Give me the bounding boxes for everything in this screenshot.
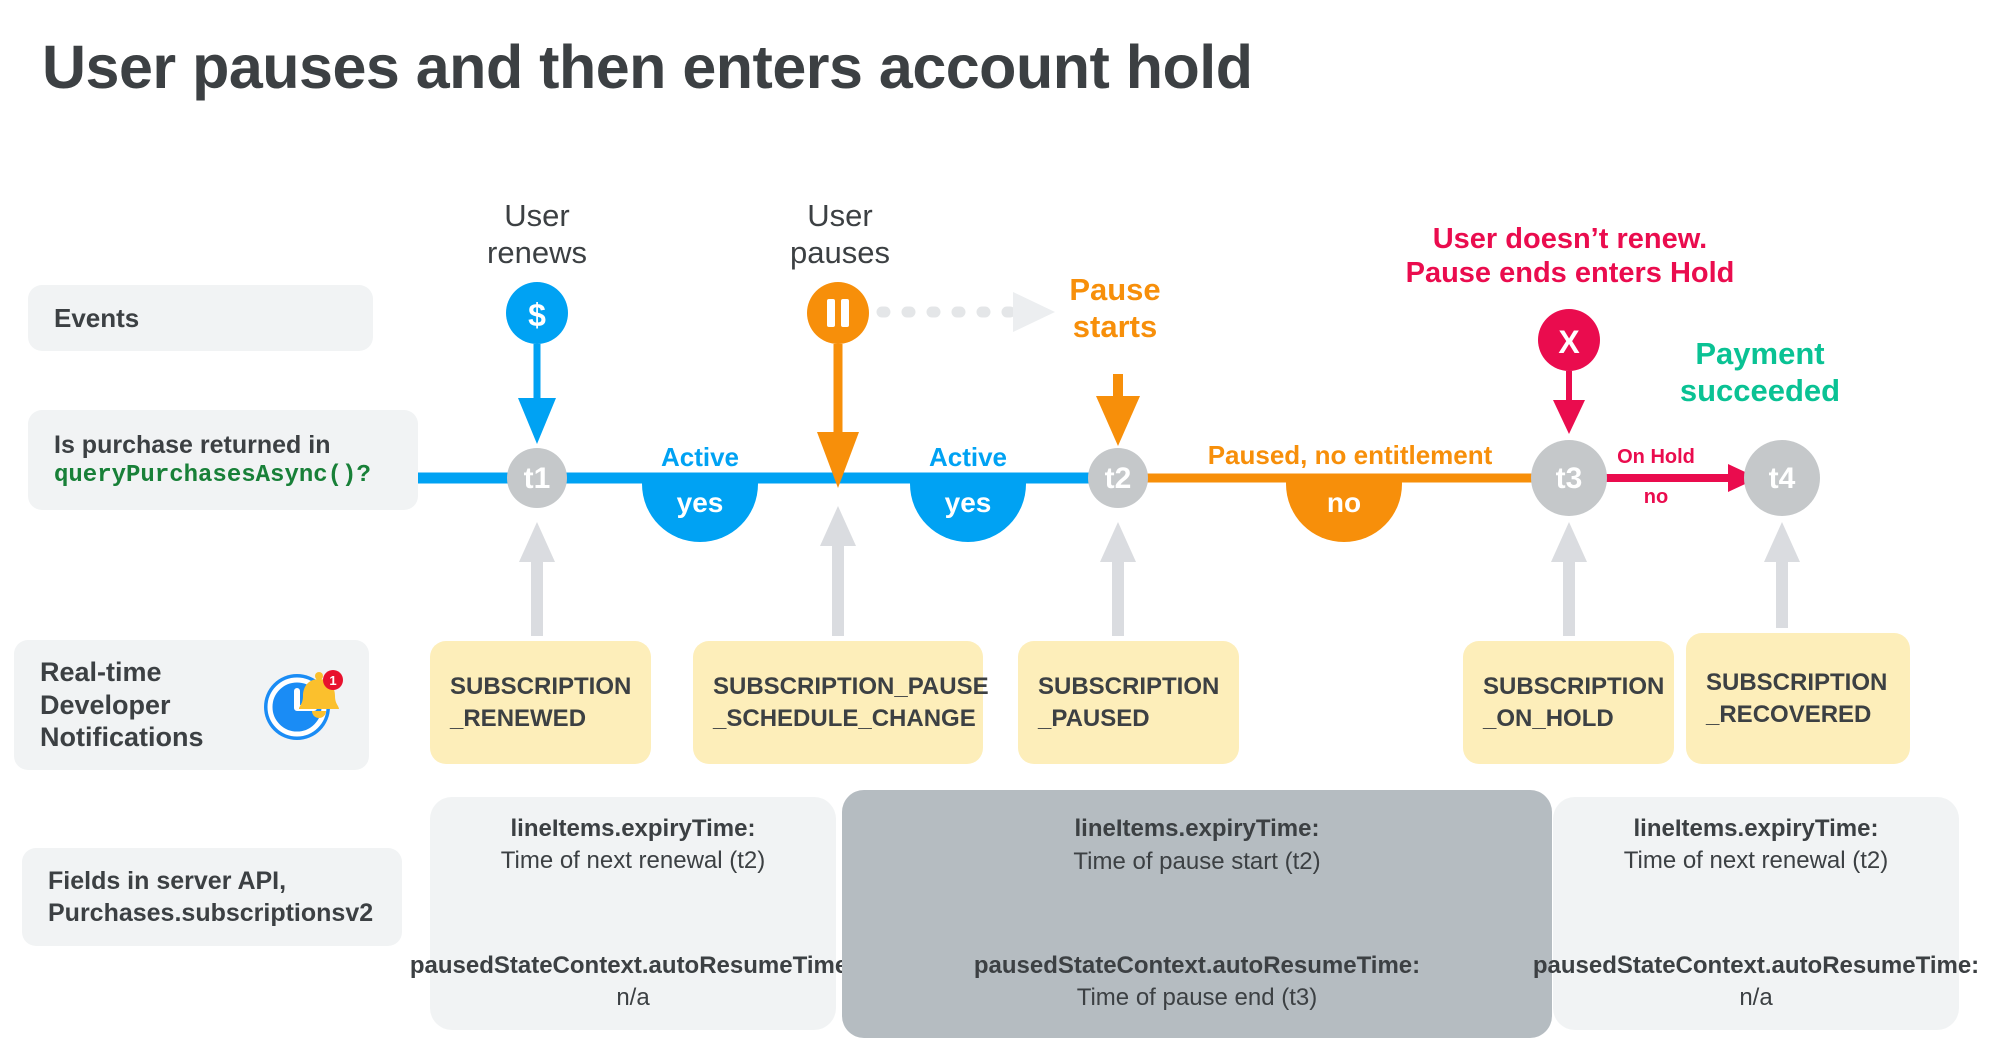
field-key: lineItems.expiryTime:	[1633, 814, 1879, 842]
entitlement-answer-active-2: yes	[944, 487, 992, 518]
segment-state-label-active-1: Active	[660, 442, 740, 472]
x-icon-badge	[1538, 309, 1600, 371]
field-box-recovered[interactable]: lineItems.expiryTime: Time of next renew…	[1533, 797, 1979, 1030]
field-key: pausedStateContext.autoResumeTime:	[973, 952, 1421, 979]
row-label-rtdn: Real-time Developer Notifications 1	[14, 640, 369, 770]
pause-icon-bar-left	[827, 299, 835, 327]
rtdn-box-subscription-on-hold[interactable]: SUBSCRIPTION _ON_HOLD	[1463, 641, 1674, 764]
timeline-node-label-t4: t4	[1768, 462, 1796, 495]
field-box-renewal[interactable]: lineItems.expiryTime: Time of next renew…	[410, 797, 856, 1030]
entitlement-bubble-active-1	[642, 478, 758, 542]
rtdn-box-subscription-renewed[interactable]: SUBSCRIPTION _RENEWED	[430, 641, 651, 764]
row-label-query-line1: Is purchase returned in	[54, 430, 331, 459]
field-value: Time of next renewal (t2)	[500, 847, 766, 875]
pause-icon-badge	[807, 282, 869, 344]
row-label-rtdn-text: Real-time Developer Notifications	[40, 656, 204, 753]
timeline-node-t3	[1531, 440, 1607, 516]
entitlement-answer-active-1: yes	[676, 487, 724, 518]
timeline-node-t2	[1088, 448, 1148, 508]
pause-event-arrow-head	[817, 432, 859, 488]
segment-state-label-on-hold: On Hold	[1617, 446, 1695, 468]
timeline-node-t1	[507, 448, 567, 508]
entitlement-answer-paused: no	[1326, 487, 1362, 518]
dollar-icon-badge	[506, 282, 568, 344]
field-value: Time of pause start (t2)	[1073, 847, 1321, 875]
field-key: pausedStateContext.autoResumeTime:	[409, 951, 857, 979]
field-group: lineItems.expiryTime: Time of pause star…	[1073, 813, 1320, 878]
field-key: lineItems.expiryTime:	[1074, 815, 1320, 843]
row-label-query-purchases: Is purchase returned in queryPurchasesAs…	[28, 410, 418, 510]
on-hold-arrow-head	[1728, 464, 1758, 492]
row-label-fields-text: Fields in server API, Purchases.subscrip…	[48, 866, 374, 928]
row-label-server-api-fields: Fields in server API, Purchases.subscrip…	[22, 848, 402, 946]
field-box-pause[interactable]: lineItems.expiryTime: Time of pause star…	[842, 790, 1552, 1038]
event-label-user-pauses: User pauses	[790, 198, 890, 270]
timeline-node-label-t3: t3	[1555, 462, 1583, 495]
rtdn-connector-arrows	[519, 506, 1800, 636]
page-title: User pauses and then enters account hold	[42, 33, 1253, 101]
field-key: pausedStateContext.autoResumeTime:	[1532, 951, 1980, 979]
clock-bell-notification-icon: 1	[257, 662, 343, 748]
segment-state-label-paused: Paused, no entitlement	[1207, 440, 1493, 470]
pause-icon-bar-right	[841, 299, 849, 327]
row-label-query-code: queryPurchasesAsync()?	[54, 461, 371, 489]
segment-state-label-active-2: Active	[928, 442, 1008, 472]
event-label-user-renews: User renews	[487, 198, 587, 270]
dollar-icon-glyph: $	[528, 297, 546, 333]
field-group: pausedStateContext.autoResumeTime: Time …	[974, 950, 1420, 1015]
rtdn-box-subscription-paused[interactable]: SUBSCRIPTION _PAUSED	[1018, 641, 1239, 764]
field-group: pausedStateContext.autoResumeTime: n/a	[1533, 950, 1979, 1015]
rtdn-box-subscription-pause-schedule-change[interactable]: SUBSCRIPTION_PAUSE _SCHEDULE_CHANGE	[693, 641, 989, 764]
event-label-payment-succeeded: Payment succeeded	[1679, 336, 1841, 408]
field-group: lineItems.expiryTime: Time of next renew…	[501, 813, 766, 878]
pause-starts-arrow-head	[1096, 396, 1140, 446]
row-label-events: Events	[28, 285, 373, 351]
field-value: Time of pause end (t3)	[1076, 984, 1318, 1012]
hold-event-arrow-head	[1553, 400, 1585, 434]
svg-text:1: 1	[329, 673, 336, 688]
field-group: lineItems.expiryTime: Time of next renew…	[1624, 813, 1889, 878]
timeline-node-t4	[1744, 440, 1820, 516]
event-label-pause-starts: Pause starts	[1069, 272, 1161, 344]
pause-dotted-arrow-head	[1013, 292, 1055, 332]
entitlement-bubble-paused	[1286, 478, 1402, 542]
row-label-events-text: Events	[54, 302, 140, 333]
entitlement-bubble-active-2	[910, 478, 1026, 542]
renew-event-arrow-head	[518, 398, 556, 444]
field-group: pausedStateContext.autoResumeTime: n/a	[410, 950, 856, 1015]
field-value: Time of next renewal (t2)	[1623, 847, 1889, 875]
x-icon-glyph: X	[1558, 324, 1580, 360]
field-value: n/a	[1739, 983, 1773, 1011]
timeline-node-label-t2: t2	[1104, 462, 1132, 495]
event-label-user-doesnt-renew: User doesn’t renew. Pause ends enters Ho…	[1405, 223, 1735, 290]
rtdn-box-subscription-recovered[interactable]: SUBSCRIPTION _RECOVERED	[1686, 633, 1910, 764]
field-key: lineItems.expiryTime:	[510, 814, 756, 842]
field-value: n/a	[616, 983, 650, 1011]
entitlement-answer-on-hold: no	[1643, 486, 1669, 508]
timeline-node-label-t1: t1	[523, 462, 551, 495]
